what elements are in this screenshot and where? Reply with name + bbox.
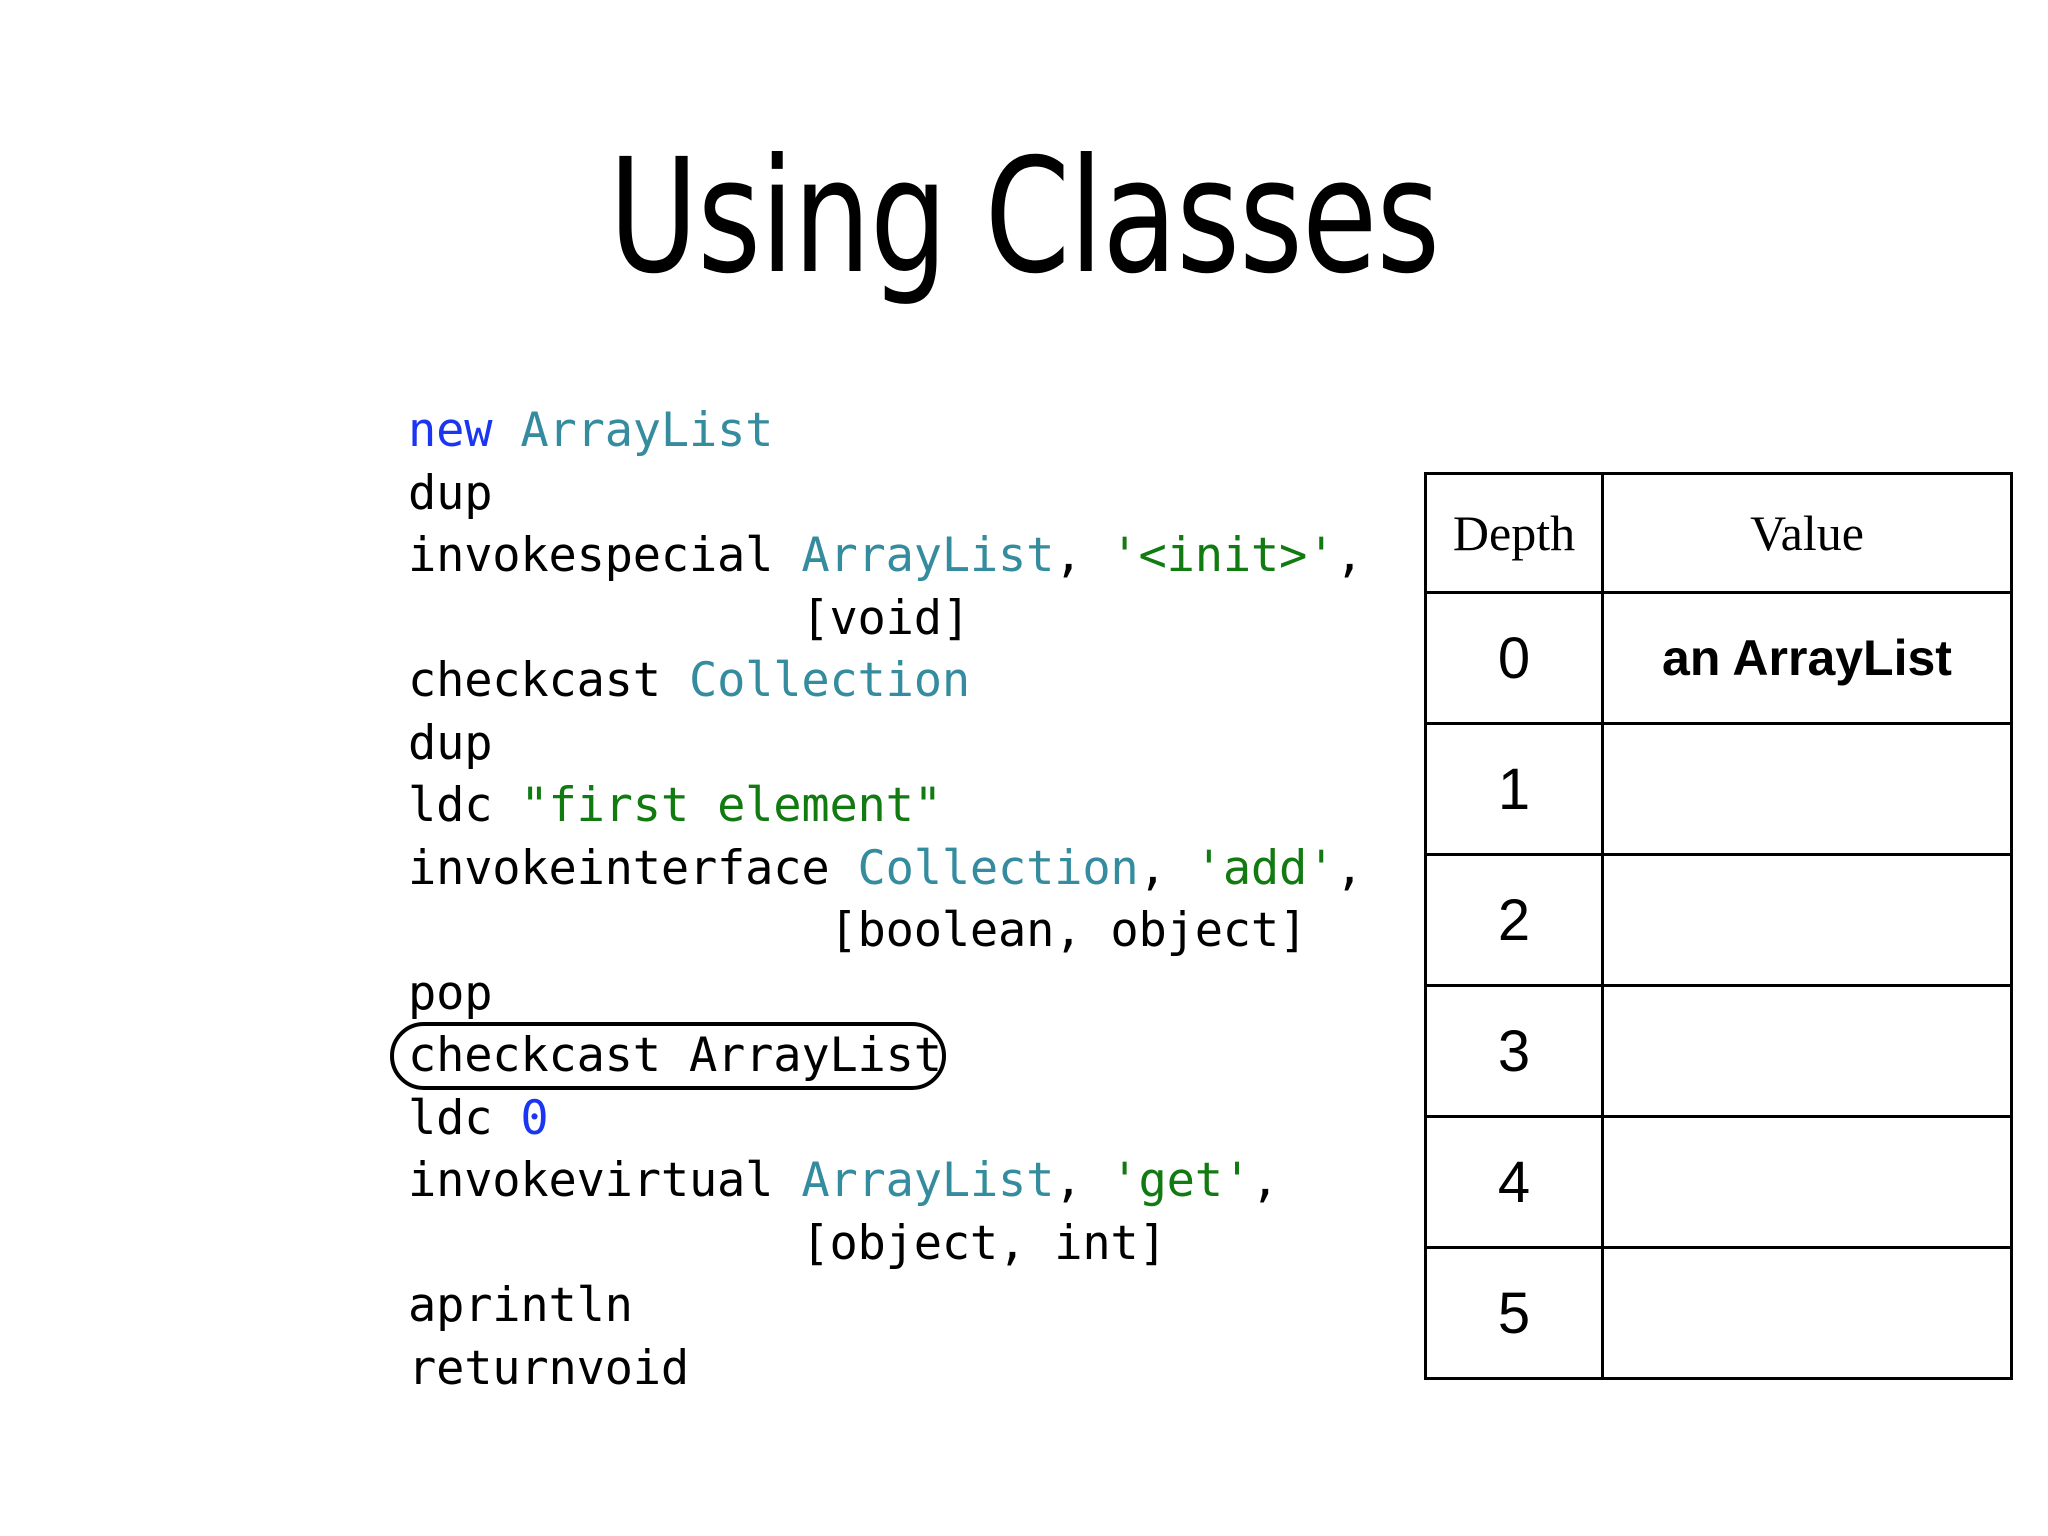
stack-table-header-value: Value: [1601, 472, 2013, 594]
line-invokevirtual-token-1: ArrayList: [801, 1153, 1055, 1208]
line-new: new ArrayList: [408, 400, 1363, 463]
stack-value-cell-5: [1601, 1246, 2013, 1380]
line-dup-1: dup: [408, 463, 1363, 526]
stack-table-header-depth: Depth: [1424, 472, 1604, 594]
line-invokespecial: invokespecial ArrayList, '<init>',: [408, 525, 1364, 588]
stack-depth-cell-2: 2: [1424, 853, 1604, 987]
line-invokevirtual-token-2: ,: [1054, 1153, 1111, 1208]
line-checkcast-arraylist: checkcast ArrayList: [408, 1025, 942, 1088]
line-checkcast-coll-token-0: checkcast: [408, 653, 689, 708]
line-ldc-string: ldc "first element": [408, 775, 1363, 838]
line-invokeinterface-token-0: invokeinterface: [408, 840, 858, 896]
line-aprintln: aprintln: [408, 1275, 1363, 1338]
stack-depth-cell-3: 3: [1424, 984, 1604, 1118]
line-ldc-zero-token-1: 0: [520, 1090, 549, 1146]
stack-depth-cell-5: 5: [1424, 1246, 1604, 1380]
line-pop: pop: [408, 963, 1363, 1026]
line-ldc-string-token-0: ldc: [408, 778, 521, 833]
line-new-token-2: ArrayList: [520, 403, 774, 458]
line-void-sig: [void]: [408, 588, 1363, 651]
stack-value-cell-1: [1601, 722, 2013, 856]
table-row: 1: [1424, 722, 2013, 856]
stack-depth-cell-0: 0: [1424, 591, 1604, 725]
stack-depth-cell-4: 4: [1424, 1115, 1604, 1249]
line-invokespecial-token-4: ,: [1335, 528, 1364, 583]
line-returnvoid-token-0: returnvoid: [408, 1340, 689, 1396]
line-invokespecial-token-1: ArrayList: [801, 528, 1055, 583]
line-pop-token-0: pop: [408, 965, 493, 1021]
line-invokespecial-token-3: '<init>': [1110, 528, 1336, 583]
line-object-int: [object, int]: [408, 1213, 1363, 1276]
slide-title: Using Classes: [608, 125, 1440, 309]
line-dup-2: dup: [408, 713, 1363, 776]
line-returnvoid: returnvoid: [408, 1338, 1363, 1401]
line-invokespecial-token-2: ,: [1054, 528, 1111, 583]
line-invokevirtual-token-4: ,: [1250, 1153, 1280, 1208]
line-invokeinterface-token-1: Collection: [857, 840, 1139, 896]
line-ldc-string-token-1: "first element": [520, 778, 942, 833]
line-void-sig-token-0: [void]: [408, 590, 970, 646]
line-ldc-zero-token-0: ldc: [408, 1090, 521, 1146]
line-invokeinterface: invokeinterface Collection, 'add',: [408, 838, 1364, 901]
line-checkcast-coll: checkcast Collection: [408, 650, 1363, 713]
stack-value-cell-0: an ArrayList: [1601, 591, 2013, 725]
line-invokevirtual: invokevirtual ArrayList, 'get',: [408, 1150, 1363, 1213]
line-checkcast-arraylist-token-0: checkcast ArrayList: [408, 1028, 942, 1083]
line-invokevirtual-token-3: 'get': [1110, 1153, 1251, 1208]
table-row: 2: [1424, 853, 2013, 987]
line-object-int-token-0: [object, int]: [408, 1215, 1167, 1271]
line-new-token-1: [492, 403, 520, 458]
table-row: 3: [1424, 984, 2013, 1118]
table-row: 5: [1424, 1246, 2013, 1380]
line-dup-2-token-0: dup: [408, 715, 493, 771]
line-dup-1-token-0: dup: [408, 465, 493, 521]
line-invokespecial-token-0: invokespecial: [408, 528, 802, 583]
line-invokeinterface-token-4: ,: [1335, 840, 1364, 896]
table-row: 4: [1424, 1115, 2013, 1249]
line-invokeinterface-token-3: 'add': [1194, 840, 1336, 896]
stack-value-cell-3: [1601, 984, 2013, 1118]
line-boolean-object-token-0: [boolean, object]: [408, 903, 1308, 958]
line-invokeinterface-token-2: ,: [1138, 840, 1195, 896]
line-invokevirtual-token-0: invokevirtual: [408, 1153, 802, 1208]
line-ldc-zero: ldc 0: [408, 1088, 1363, 1151]
line-checkcast-coll-token-1: Collection: [688, 653, 970, 708]
stack-value-cell-4: [1601, 1115, 2013, 1249]
line-new-token-0: new: [408, 403, 493, 458]
stack-value-cell-2: [1601, 853, 2013, 987]
line-aprintln-token-0: aprintln: [408, 1278, 633, 1333]
stack-depth-cell-1: 1: [1424, 722, 1604, 856]
line-boolean-object: [boolean, object]: [408, 900, 1363, 963]
